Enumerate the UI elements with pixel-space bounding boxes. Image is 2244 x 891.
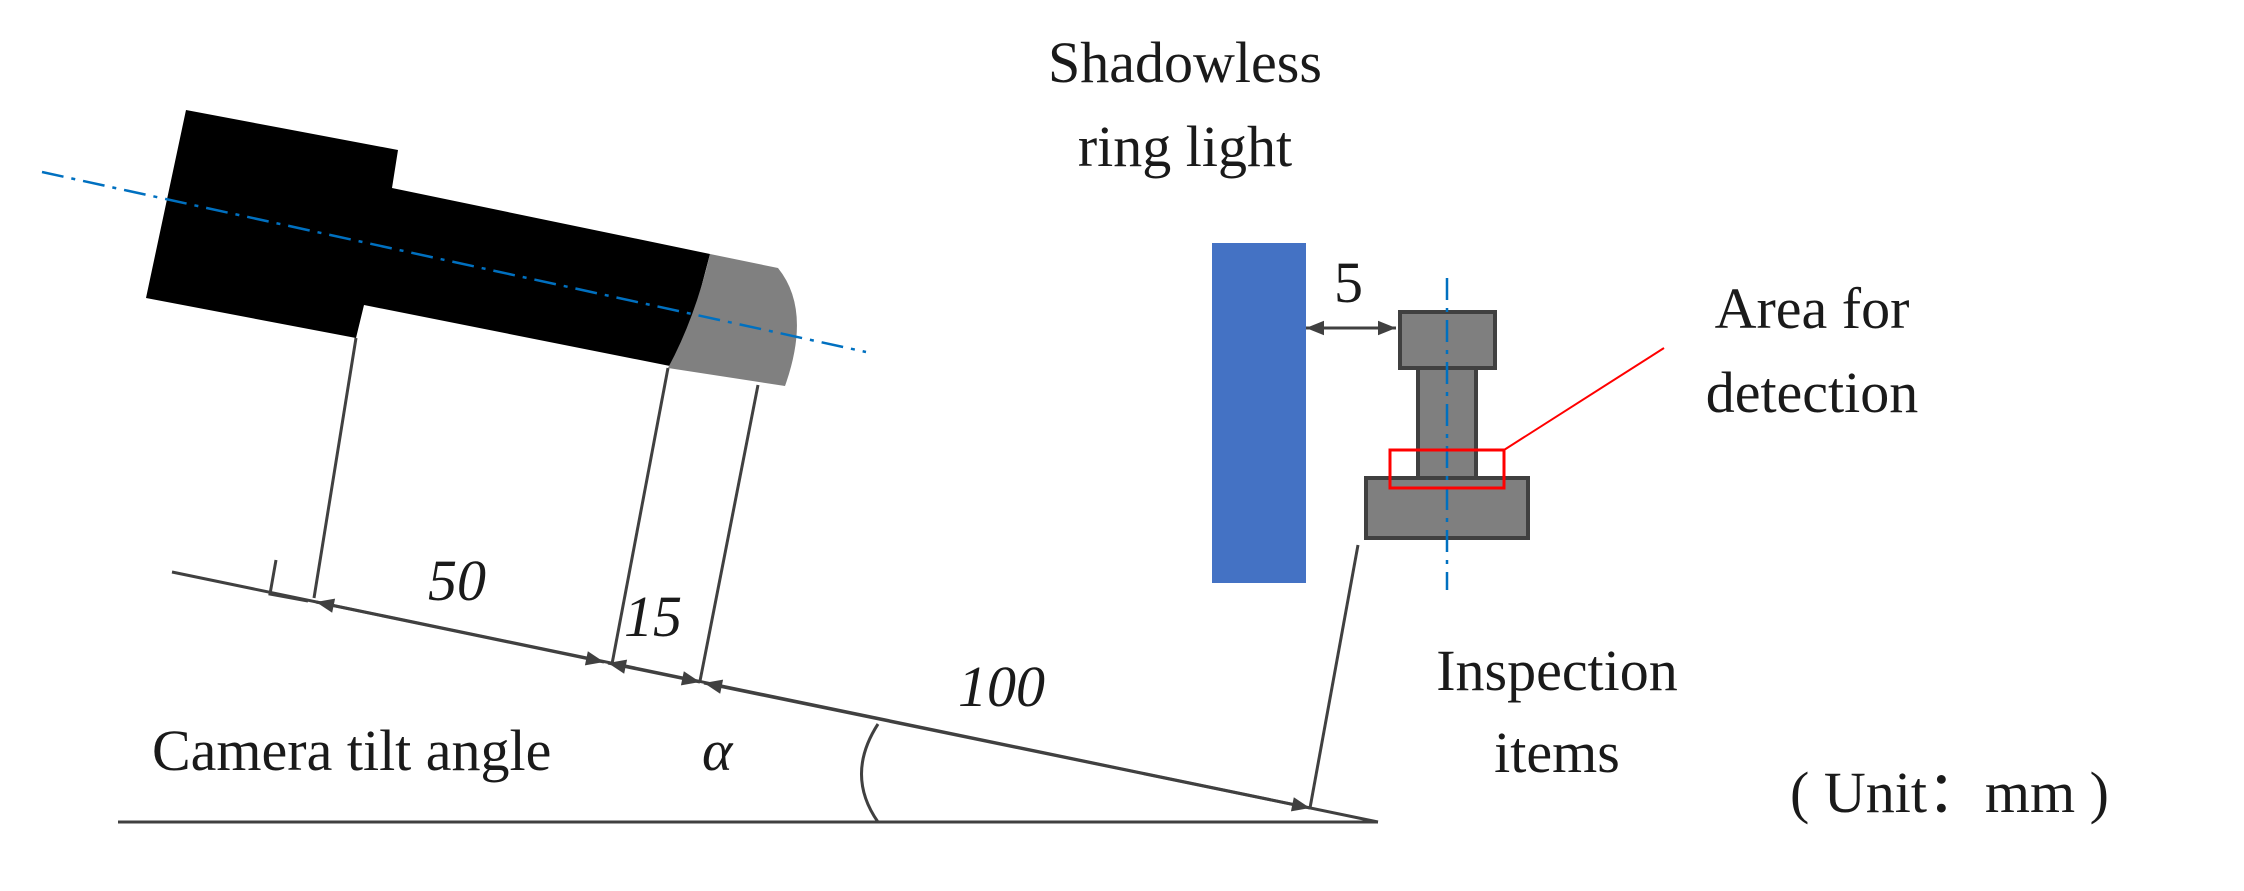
projection-line-camera-back <box>312 337 358 599</box>
dimension-arrow-100 <box>703 679 1311 812</box>
projection-line-item <box>1308 544 1360 809</box>
dimension-label-5: 5 <box>1334 250 1363 315</box>
inspection-items-label-line2: items <box>1494 720 1620 785</box>
alpha-symbol: α <box>702 718 734 783</box>
ring-light <box>1212 243 1306 583</box>
dimension-label-100: 100 <box>958 654 1045 719</box>
camera-lens <box>668 254 797 386</box>
ring-light-label-line1: Shadowless <box>1048 30 1322 95</box>
detection-area-label-line2: detection <box>1706 360 1919 425</box>
unit-label: ( Unit：mm ) <box>1790 760 2109 825</box>
projection-line-body-end <box>610 367 670 665</box>
right-angle-mark <box>268 559 309 603</box>
tilt-angle-arc <box>860 723 880 823</box>
ring-light-label-line2: ring light <box>1078 114 1292 179</box>
tilt-angle-label: Camera tilt angle <box>152 718 551 783</box>
dimension-arrow-15 <box>607 659 701 686</box>
detection-area-box <box>1388 448 1506 490</box>
inspection-items-label-line1: Inspection <box>1436 638 1678 703</box>
dimension-label-50: 50 <box>428 548 486 613</box>
detection-area-leader <box>1503 347 1665 451</box>
dimension-arrow-50 <box>315 598 605 666</box>
dimension-label-15: 15 <box>624 584 682 649</box>
camera-body <box>146 110 710 368</box>
detection-area-label-line1: Area for <box>1715 276 1910 341</box>
camera-optical-axis <box>41 170 867 354</box>
projection-line-lens-end <box>698 384 760 682</box>
